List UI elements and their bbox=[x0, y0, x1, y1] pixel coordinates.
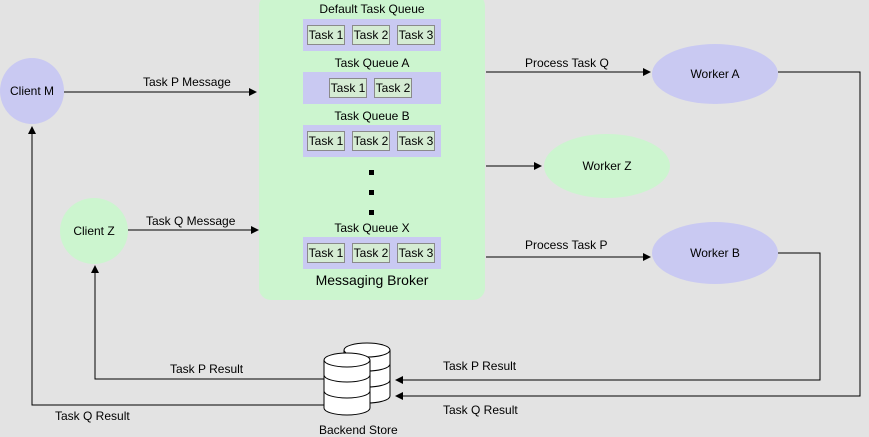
task-q-result-in-label: Task Q Result bbox=[443, 403, 518, 417]
task-chip: Task 3 bbox=[397, 131, 435, 151]
task-p-result-out-label: Task P Result bbox=[170, 362, 244, 376]
task-p-message-label: Task P Message bbox=[143, 75, 231, 89]
client-m-node: Client M bbox=[0, 58, 64, 124]
ellipsis-dot bbox=[369, 210, 374, 215]
worker-a-node: Worker A bbox=[652, 44, 778, 104]
task-chip: Task 2 bbox=[352, 243, 390, 263]
task-chip: Task 1 bbox=[307, 243, 345, 263]
task-chip: Task 2 bbox=[374, 78, 412, 98]
task-chip: Task 1 bbox=[307, 25, 345, 45]
task-queue-b: Task 1 Task 2 Task 3 bbox=[303, 125, 441, 157]
task-q-message-label: Task Q Message bbox=[146, 214, 236, 228]
client-z-node: Client Z bbox=[60, 198, 128, 264]
default-task-queue: Task 1 Task 2 Task 3 bbox=[303, 19, 441, 51]
worker-z-node: Worker Z bbox=[544, 134, 670, 198]
worker-b-node: Worker B bbox=[652, 222, 778, 284]
process-task-q-label: Process Task Q bbox=[525, 56, 609, 70]
queue-x-title: Task Queue X bbox=[334, 221, 410, 235]
database-icon bbox=[323, 342, 391, 416]
queue-b-title: Task Queue B bbox=[334, 109, 410, 123]
task-q-result-out-label: Task Q Result bbox=[55, 409, 130, 423]
arrow-result-to-client-m bbox=[28, 126, 324, 406]
task-chip: Task 1 bbox=[329, 78, 367, 98]
ellipsis-dot bbox=[369, 190, 374, 195]
task-chip: Task 3 bbox=[397, 243, 435, 263]
task-queue-a: Task 1 Task 2 bbox=[303, 72, 441, 104]
task-p-result-in-label: Task P Result bbox=[443, 359, 517, 373]
task-chip: Task 2 bbox=[352, 131, 390, 151]
arrow-worker-a-result bbox=[395, 71, 861, 400]
task-chip: Task 1 bbox=[307, 131, 345, 151]
arrow-worker-b-result bbox=[395, 252, 821, 384]
task-queue-x: Task 1 Task 2 Task 3 bbox=[303, 237, 441, 269]
broker-label: Messaging Broker bbox=[315, 272, 429, 288]
ellipsis-dot bbox=[369, 170, 374, 175]
queue-a-title: Task Queue A bbox=[334, 56, 410, 70]
process-task-p-label: Process Task P bbox=[525, 238, 608, 252]
task-chip: Task 2 bbox=[352, 25, 390, 45]
default-queue-title: Default Task Queue bbox=[319, 2, 425, 16]
arrow-result-to-client-z bbox=[91, 265, 324, 380]
task-chip: Task 3 bbox=[397, 25, 435, 45]
backend-store-label: Backend Store bbox=[319, 423, 398, 437]
